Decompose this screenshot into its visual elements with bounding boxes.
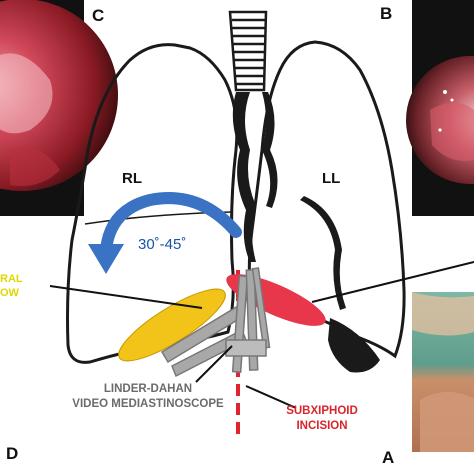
- mediastinoscope-label-line2: VIDEO MEDIASTINOSCOPE: [72, 398, 224, 410]
- mediastinum-structures: [232, 92, 380, 373]
- left-lung-label: LL: [322, 170, 341, 187]
- rotation-angle-label: 30˚-45˚: [138, 236, 187, 253]
- mediastinoscope-label: LINDER-DAHAN VIDEO MEDIASTINOSCOPE: [58, 382, 238, 412]
- left-window-pointer-line: [311, 261, 474, 303]
- panel-label-c: C: [92, 6, 105, 25]
- window-label: RAL OW: [0, 272, 23, 300]
- panel-label-d: D: [6, 444, 19, 463]
- incision-pointer-line: [245, 385, 297, 409]
- trachea: [228, 10, 268, 92]
- window-label-line2: OW: [0, 287, 19, 299]
- mediastinoscope-label-line1: LINDER-DAHAN: [103, 383, 193, 395]
- rotation-arrow-head: [88, 244, 124, 274]
- operative-photo-a: [412, 292, 474, 452]
- endoscopic-photo-b: [406, 0, 474, 216]
- incision-label-line2: INCISION: [296, 420, 348, 432]
- rotation-arrow: [100, 192, 242, 256]
- panel-label-b: B: [380, 4, 393, 23]
- panel-label-a: A: [382, 448, 395, 467]
- window-label-line1: RAL: [0, 273, 23, 285]
- window-pointer-line: [49, 285, 203, 309]
- right-lung-label: RL: [122, 170, 142, 187]
- incision-label: SUBXIPHOID INCISION: [262, 404, 382, 434]
- incision-label-line1: SUBXIPHOID: [286, 405, 358, 417]
- scope-pointer-line: [195, 345, 233, 383]
- mediastinoscope: [160, 267, 271, 378]
